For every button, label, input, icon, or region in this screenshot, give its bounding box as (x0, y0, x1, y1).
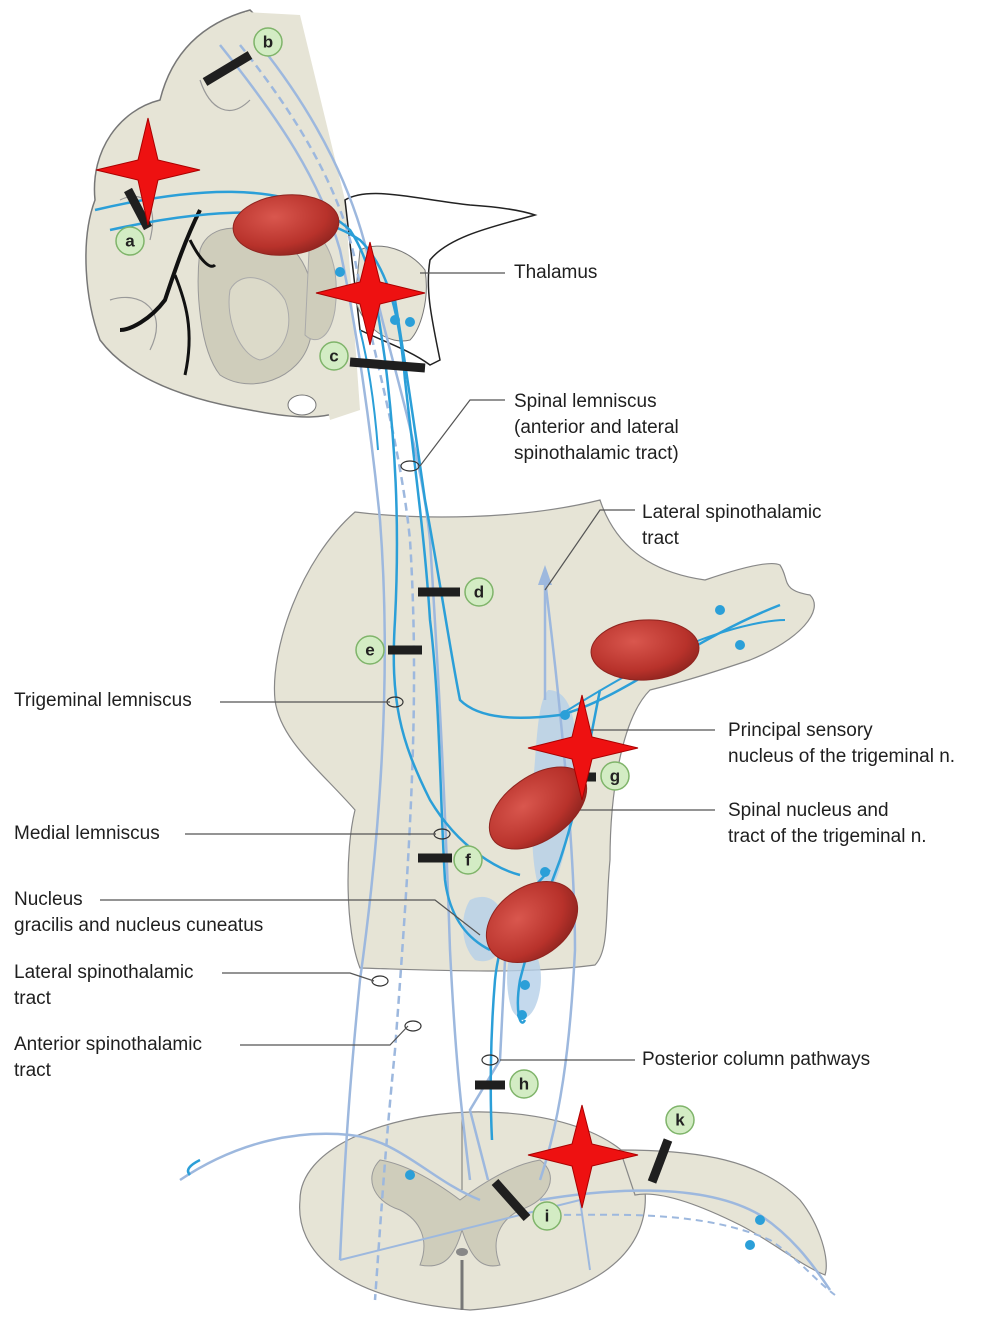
label-spinal-nucleus-1: Spinal nucleus and (728, 798, 889, 824)
marker-f-label: f (465, 851, 471, 870)
marker-d-label: d (474, 583, 484, 602)
label-spinal-lemniscus-1: Spinal lemniscus (514, 389, 657, 415)
label-posterior-column: Posterior column pathways (642, 1047, 870, 1073)
marker-h: h (510, 1070, 538, 1098)
label-anterior-spinothalamic-2: tract (14, 1058, 51, 1084)
label-trigeminal-lemniscus: Trigeminal lemniscus (14, 688, 192, 714)
label-principal-sensory-2: nucleus of the trigeminal n. (728, 744, 955, 770)
marker-c-label: c (329, 347, 338, 366)
label-gracilis-2: gracilis and nucleus cuneatus (14, 913, 263, 939)
label-anterior-spinothalamic-1: Anterior spinothalamic (14, 1032, 202, 1058)
label-medial-lemniscus: Medial lemniscus (14, 821, 160, 847)
label-gracilis-1: Nucleus (14, 887, 83, 913)
marker-b-label: b (263, 33, 273, 52)
marker-e-label: e (365, 641, 374, 660)
label-thalamus: Thalamus (514, 260, 597, 286)
marker-a-label: a (125, 232, 135, 251)
marker-a: a (116, 227, 144, 255)
marker-b: b (254, 28, 282, 56)
marker-k: k (666, 1106, 694, 1134)
label-lateral-spinothalamic-top-2: tract (642, 526, 679, 552)
marker-i: i (533, 1202, 561, 1230)
label-spinal-nucleus-2: tract of the trigeminal n. (728, 824, 927, 850)
marker-g: g (601, 762, 629, 790)
label-lateral-spinothalamic-bottom-2: tract (14, 986, 51, 1012)
marker-c: c (320, 342, 348, 370)
marker-e: e (356, 636, 384, 664)
label-spinal-lemniscus-3: spinothalamic tract) (514, 441, 679, 467)
marker-f: f (454, 846, 482, 874)
label-spinal-lemniscus-2: (anterior and lateral (514, 415, 679, 441)
marker-d: d (465, 578, 493, 606)
marker-k-label: k (675, 1111, 685, 1130)
label-lateral-spinothalamic-bottom-1: Lateral spinothalamic (14, 960, 194, 986)
marker-h-label: h (519, 1075, 529, 1094)
label-lateral-spinothalamic-top-1: Lateral spinothalamic (642, 500, 822, 526)
label-principal-sensory-1: Principal sensory (728, 718, 873, 744)
marker-i-label: i (545, 1207, 550, 1226)
marker-g-label: g (610, 767, 620, 786)
